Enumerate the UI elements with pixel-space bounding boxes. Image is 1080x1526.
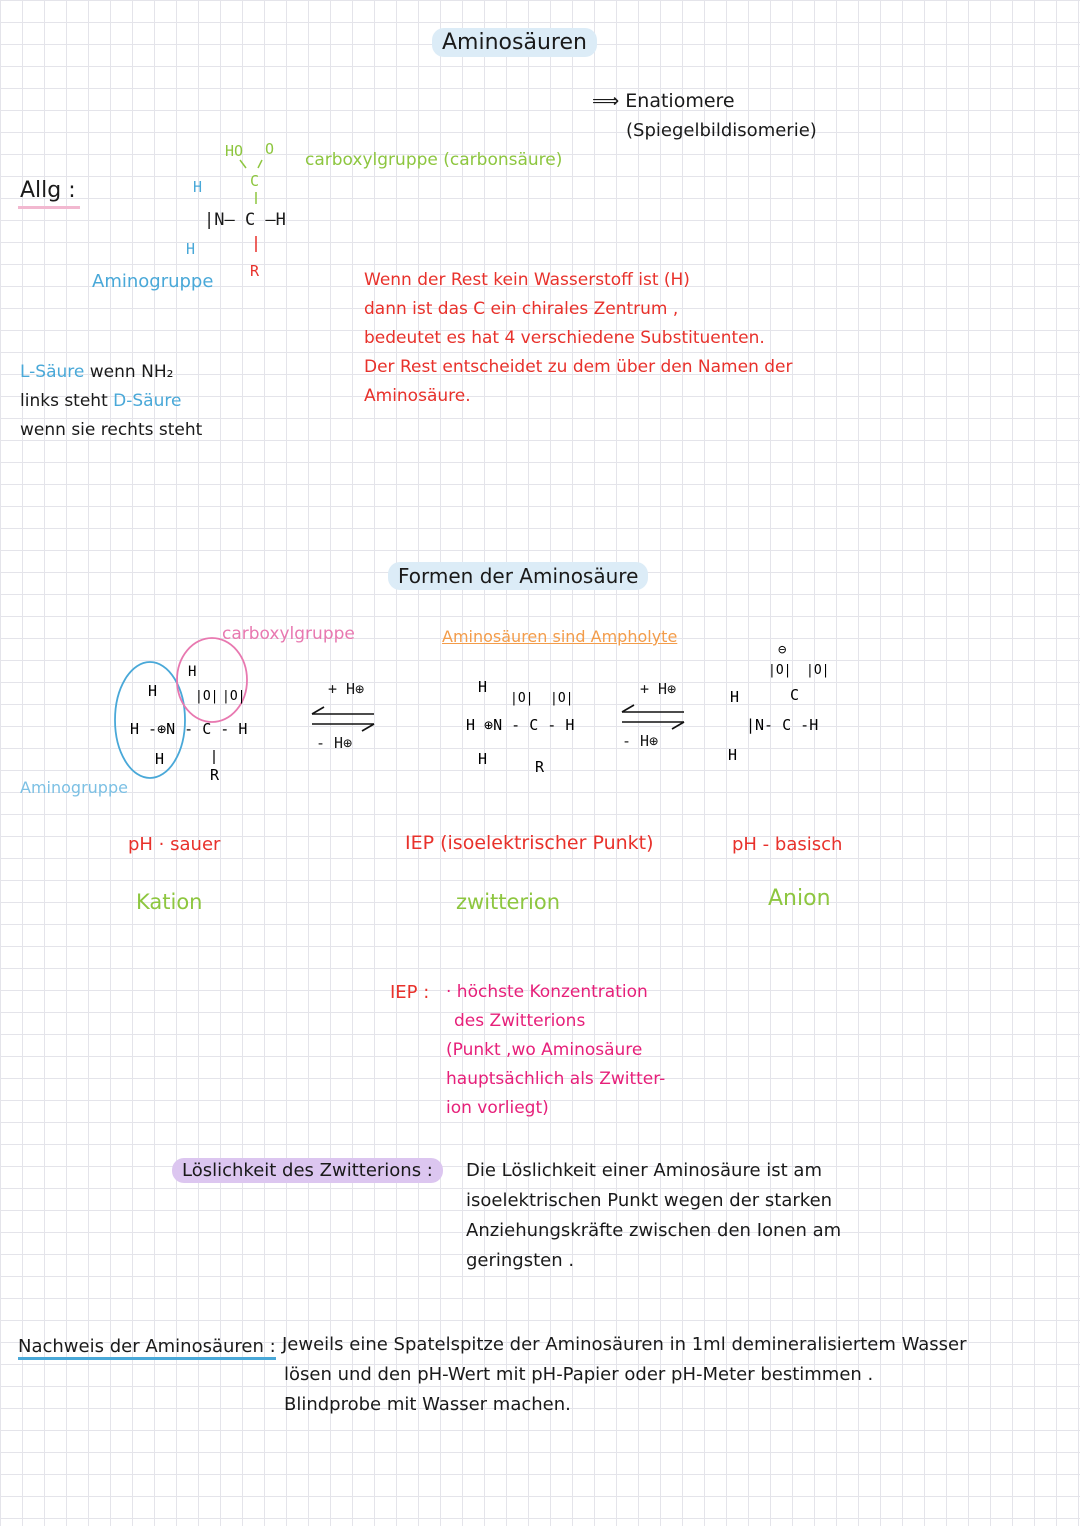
equilibrium-arrow-icon	[621, 704, 685, 730]
nachweis-line-2: lösen und den pH-Wert mit pH-Papier oder…	[284, 1364, 874, 1385]
iep-definition: · höchste Konzentration des Zwitterions …	[446, 978, 665, 1123]
svg-text:H: H	[730, 688, 739, 706]
nachweis-label: Nachweis der Aminosäuren :	[18, 1336, 276, 1360]
amino-label: Aminogruppe	[92, 271, 214, 292]
hydrogen-bottom: H	[186, 240, 196, 258]
loeslichkeit-line: Die Löslichkeit einer Aminosäure ist am	[466, 1160, 822, 1181]
formen-heading: Formen der Aminosäure	[388, 562, 649, 590]
nachweis-line-3: Blindprobe mit Wasser machen.	[284, 1394, 571, 1415]
allg-bonds	[239, 159, 263, 252]
loeslichkeit-line: isoelektrischen Punkt wegen der starken	[466, 1190, 833, 1211]
svg-text:|O|: |O|	[510, 691, 533, 706]
rest-line: dann ist das C ein chirales Zentrum ,	[364, 299, 679, 319]
equilibrium-arrow-icon	[311, 706, 375, 732]
svg-text:H: H	[728, 746, 737, 764]
anion-structure: ⊖ |O| |O| C H |N- C -H H	[728, 642, 829, 764]
allg-label: Allg :	[20, 178, 76, 203]
svg-text:H -⊕N - C - H: H -⊕N - C - H	[130, 720, 247, 738]
iep-line: ion vorliegt)	[446, 1098, 549, 1118]
loeslichkeit-text: Die Löslichkeit einer Aminosäure ist am …	[466, 1156, 841, 1276]
bond-o	[257, 159, 263, 169]
carboxyl-circle	[176, 637, 248, 723]
loeslichkeit-line: Anziehungskräfte zwischen den Ionen am	[466, 1220, 842, 1241]
nachweis-line-1: Jeweils eine Spatelspitze der Aminosäure…	[282, 1334, 967, 1355]
loeslichkeit-line: geringsten .	[466, 1250, 575, 1271]
kation-structure: H H -⊕N - C - H H H |O| |O| R	[114, 637, 248, 784]
svg-text:H: H	[148, 682, 157, 700]
enantiomere-label: Enatiomere	[625, 90, 735, 112]
ph-basisch: pH - basisch	[732, 834, 843, 855]
svg-text:H: H	[188, 664, 196, 680]
l-acid-condition: wenn NH₂	[89, 362, 174, 382]
hydrogen-top: H	[193, 178, 203, 196]
plus-h-1: + H⊕	[328, 680, 365, 698]
l-acid-label: L-Säure	[20, 362, 85, 382]
svg-text:C: C	[790, 686, 799, 704]
rest-line: Wenn der Rest kein Wasserstoff ist (H)	[364, 270, 690, 290]
central-bond-row: |N– C –H	[204, 210, 286, 230]
iep-def-label: IEP :	[390, 982, 430, 1003]
iep-line: (Punkt ,wo Aminosäure	[446, 1040, 643, 1060]
l-acid-position: links steht	[20, 391, 108, 411]
svg-text:⊖: ⊖	[778, 642, 787, 658]
svg-text:R: R	[210, 766, 220, 784]
svg-text:|O|: |O|	[550, 691, 573, 706]
loeslichkeit-label: Löslichkeit des Zwitterions :	[172, 1158, 443, 1183]
l-d-acid-note: L-Säure wenn NH₂ links steht D-Säure wen…	[20, 358, 202, 445]
ph-sauer: pH · sauer	[128, 834, 221, 855]
iep-line: des Zwitterions	[454, 1011, 586, 1031]
allg-underline	[18, 206, 80, 209]
carbon-top: C	[250, 172, 260, 190]
d-acid-condition: wenn sie rechts steht	[20, 420, 203, 440]
enantiomere-sub: (Spiegelbildisomerie)	[626, 120, 817, 141]
zwitterion-label: zwitterion	[456, 890, 561, 914]
svg-text:R: R	[535, 758, 545, 776]
bond-ho	[239, 159, 247, 169]
amino-circle	[114, 661, 186, 779]
rest-line: Der Rest entscheidet zu dem über den Nam…	[364, 357, 793, 377]
svg-text:H: H	[478, 750, 487, 768]
svg-text:|O|: |O|	[195, 689, 218, 704]
minus-h-2: - H⊕	[622, 732, 659, 750]
d-acid-label: D-Säure	[113, 391, 182, 411]
svg-text:|O|: |O|	[768, 663, 791, 678]
amino-label-2: Aminogruppe	[20, 778, 128, 797]
ampholyte-label: Aminosäuren sind Ampholyte	[442, 627, 678, 646]
enantiomere-note: ⟹ Enatiomere	[592, 90, 735, 112]
plus-h-2: + H⊕	[640, 680, 677, 698]
page-title: Aminosäuren	[432, 28, 597, 57]
svg-text:H: H	[478, 678, 487, 696]
oxygen-atom: O	[265, 140, 275, 158]
rest-r: R	[250, 262, 260, 280]
svg-text:|O|: |O|	[806, 663, 829, 678]
rest-line: bedeutet es hat 4 verschiedene Substitue…	[364, 328, 765, 348]
kation-label: Kation	[136, 890, 203, 914]
ho-group: HO	[225, 142, 244, 160]
svg-text:|N- C -H: |N- C -H	[746, 716, 818, 734]
carboxyl-label-2: carboxylgruppe	[222, 624, 355, 644]
minus-h-1: - H⊕	[316, 734, 353, 752]
svg-text:H: H	[155, 750, 164, 768]
zwitterion-structure: H |O| |O| H ⊕N - C - H H R	[466, 678, 574, 776]
iep-line: hauptsächlich als Zwitter-	[446, 1069, 666, 1089]
iep-label: IEP (isoelektrischer Punkt)	[405, 832, 654, 854]
implies-arrow-icon: ⟹	[592, 90, 620, 112]
rest-line: Aminosäure.	[364, 386, 471, 406]
rest-note: Wenn der Rest kein Wasserstoff ist (H) d…	[364, 266, 793, 411]
svg-text:H ⊕N - C - H: H ⊕N - C - H	[466, 716, 574, 734]
svg-text:|O|: |O|	[222, 689, 245, 704]
anion-label: Anion	[768, 886, 831, 911]
carboxyl-label: carboxylgruppe (carbonsäure)	[305, 150, 563, 170]
iep-line: · höchste Konzentration	[446, 982, 648, 1002]
